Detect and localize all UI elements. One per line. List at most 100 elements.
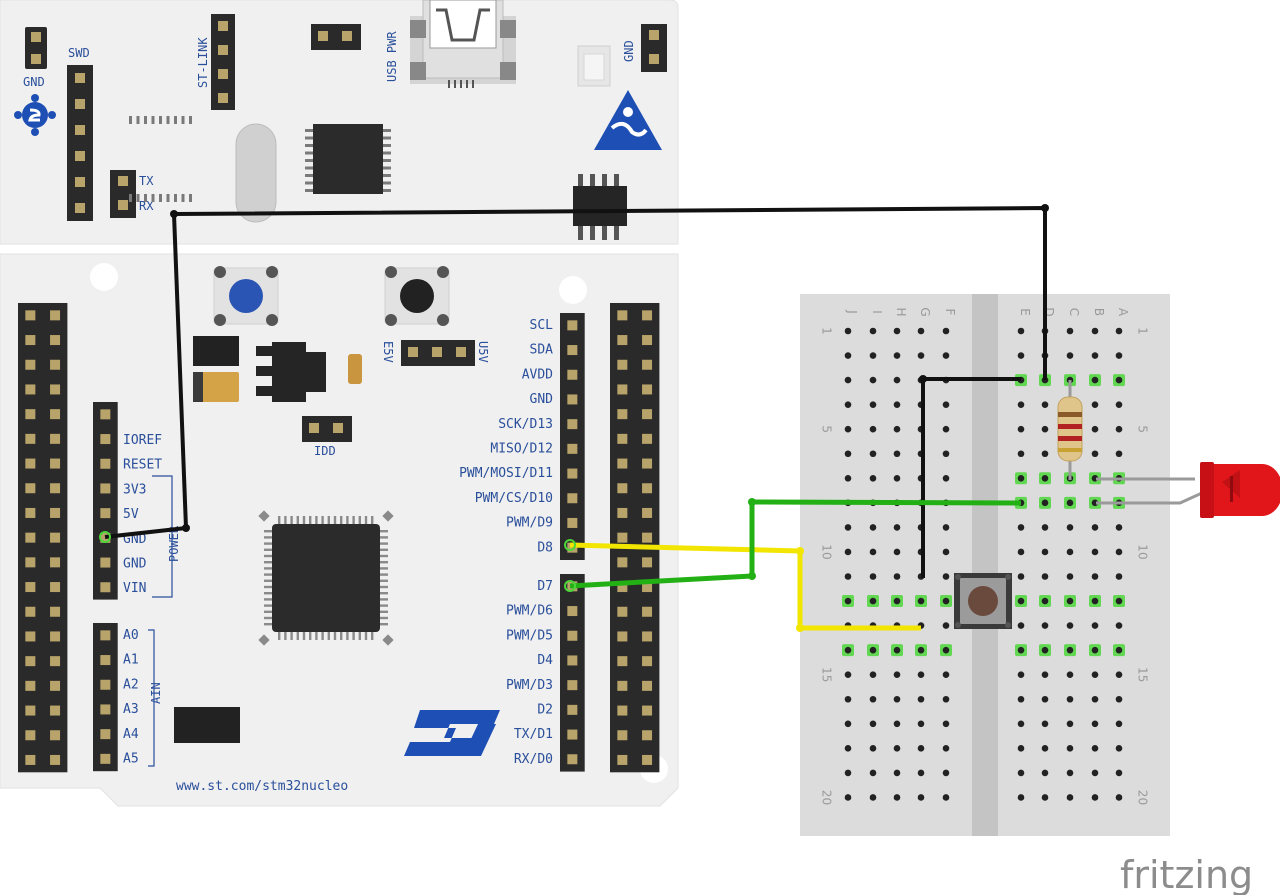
breadboard-hole	[1115, 425, 1123, 433]
breadboard-hole	[893, 769, 901, 777]
breadboard-hole	[1091, 573, 1099, 580]
breadboard-hole	[1017, 720, 1025, 728]
header-pin	[642, 606, 653, 617]
breadboard-hole	[844, 695, 852, 703]
small-chip-bottom	[174, 707, 240, 743]
breadboard-row-number: 5	[1136, 425, 1150, 433]
header-pin	[50, 310, 61, 321]
breadboard-hole	[1115, 671, 1123, 678]
mounting-hole	[90, 263, 118, 291]
header-pin	[642, 705, 653, 716]
jumper-top	[311, 24, 361, 50]
breadboard-hole	[893, 475, 901, 482]
power-select-jumper	[401, 340, 475, 366]
breadboard-hole	[1066, 499, 1074, 507]
breadboard-hole	[1115, 376, 1123, 384]
breadboard-hole	[844, 327, 852, 335]
breadboard-holes	[842, 327, 1125, 801]
morpho-header-left	[18, 303, 68, 773]
header-pin	[50, 656, 61, 667]
breadboard-hole	[1066, 352, 1074, 359]
header-pin	[617, 384, 628, 395]
breadboard-hole	[1017, 597, 1025, 605]
digital-pin-label: PWM/MOSI/D11	[459, 466, 553, 481]
breadboard-hole	[893, 671, 901, 678]
breadboard-hole	[1017, 622, 1025, 629]
breadboard-hole	[1115, 401, 1123, 408]
breadboard-hole	[869, 450, 877, 458]
breadboard-hole	[844, 524, 852, 531]
breadboard-hole	[1091, 401, 1099, 408]
breadboard-hole	[893, 401, 901, 408]
power-bracket	[152, 475, 173, 598]
gnd-label-top-right: GND	[622, 40, 636, 62]
breadboard-hole	[893, 794, 901, 801]
breadboard-hole	[844, 450, 852, 458]
power-pin-label: 5V	[123, 507, 139, 522]
breadboard-hole	[1091, 769, 1099, 777]
breadboard-column-label: I	[870, 310, 884, 314]
breadboard-hole	[1041, 794, 1049, 801]
breadboard-hole	[1091, 720, 1099, 728]
breadboard-hole	[893, 352, 901, 359]
header-pin	[50, 582, 61, 593]
breadboard-hole	[1115, 769, 1123, 777]
usb-connector	[410, 0, 516, 88]
header-pin	[50, 606, 61, 617]
breadboard-hole	[1115, 327, 1123, 335]
breadboard-hole	[893, 450, 901, 458]
digital-pin-label: TX/D1	[514, 727, 553, 742]
st-symbol-icon	[14, 94, 56, 136]
header-pin	[75, 151, 85, 161]
breadboard-hole	[1115, 622, 1123, 629]
breadboard-column-label: G	[918, 307, 932, 316]
breadboard-row-number: 1	[820, 327, 834, 335]
wire-green	[569, 498, 1022, 589]
breadboard-hole	[1091, 499, 1099, 507]
header-pin	[25, 458, 36, 469]
board-url: www.st.com/stm32nucleo	[176, 779, 348, 794]
st-link-header	[211, 14, 235, 110]
breadboard-hole	[1017, 695, 1025, 703]
power-header	[93, 402, 118, 600]
breadboard-hole	[1041, 499, 1049, 507]
breadboard-hole	[917, 769, 925, 777]
reset-button	[384, 266, 450, 326]
header-pin	[642, 310, 653, 321]
breadboard-hole	[844, 573, 852, 580]
header-pin	[25, 557, 36, 568]
gnd-jumper-top-left	[25, 27, 47, 69]
header-pin	[100, 679, 111, 690]
breadboard-hole	[893, 720, 901, 728]
breadboard-hole	[1115, 524, 1123, 531]
fritzing-watermark: fritzing	[1120, 853, 1253, 895]
header-pin	[25, 730, 36, 741]
breadboard-channel	[972, 294, 998, 836]
tx-rx-header	[110, 170, 136, 218]
header-pin	[617, 631, 628, 642]
header-pin	[567, 369, 578, 380]
breadboard-hole	[1017, 475, 1025, 482]
header-pin	[100, 704, 111, 715]
header-pin	[642, 507, 653, 518]
u5v-label: U5V	[476, 341, 490, 363]
header-pin	[100, 630, 111, 641]
breadboard-hole	[1066, 695, 1074, 703]
header-pin	[642, 582, 653, 593]
breadboard-hole	[1017, 769, 1025, 777]
header-pin	[50, 730, 61, 741]
header-pin	[642, 433, 653, 444]
header-pin	[100, 409, 111, 420]
header-pin	[50, 458, 61, 469]
header-pin	[100, 582, 111, 593]
breadboard-hole	[844, 352, 852, 359]
breadboard-hole	[942, 475, 950, 482]
digital-pin-label: RX/D0	[514, 752, 553, 767]
breadboard-hole	[917, 720, 925, 728]
header-pin	[617, 680, 628, 691]
header-pin	[642, 335, 653, 346]
breadboard-hole	[942, 524, 950, 531]
breadboard-hole	[1091, 745, 1099, 752]
